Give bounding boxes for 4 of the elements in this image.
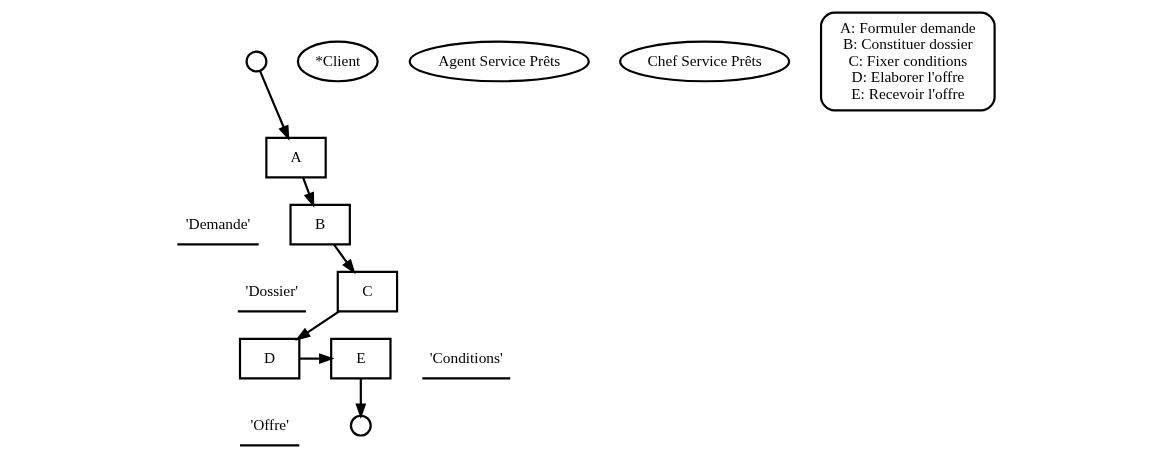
node-text: 'Dossier' xyxy=(245,281,299,299)
node-text: 'Offre' xyxy=(250,415,289,433)
node-text: 'Demande' xyxy=(185,214,251,232)
node-text: 'Conditions' xyxy=(429,348,503,366)
